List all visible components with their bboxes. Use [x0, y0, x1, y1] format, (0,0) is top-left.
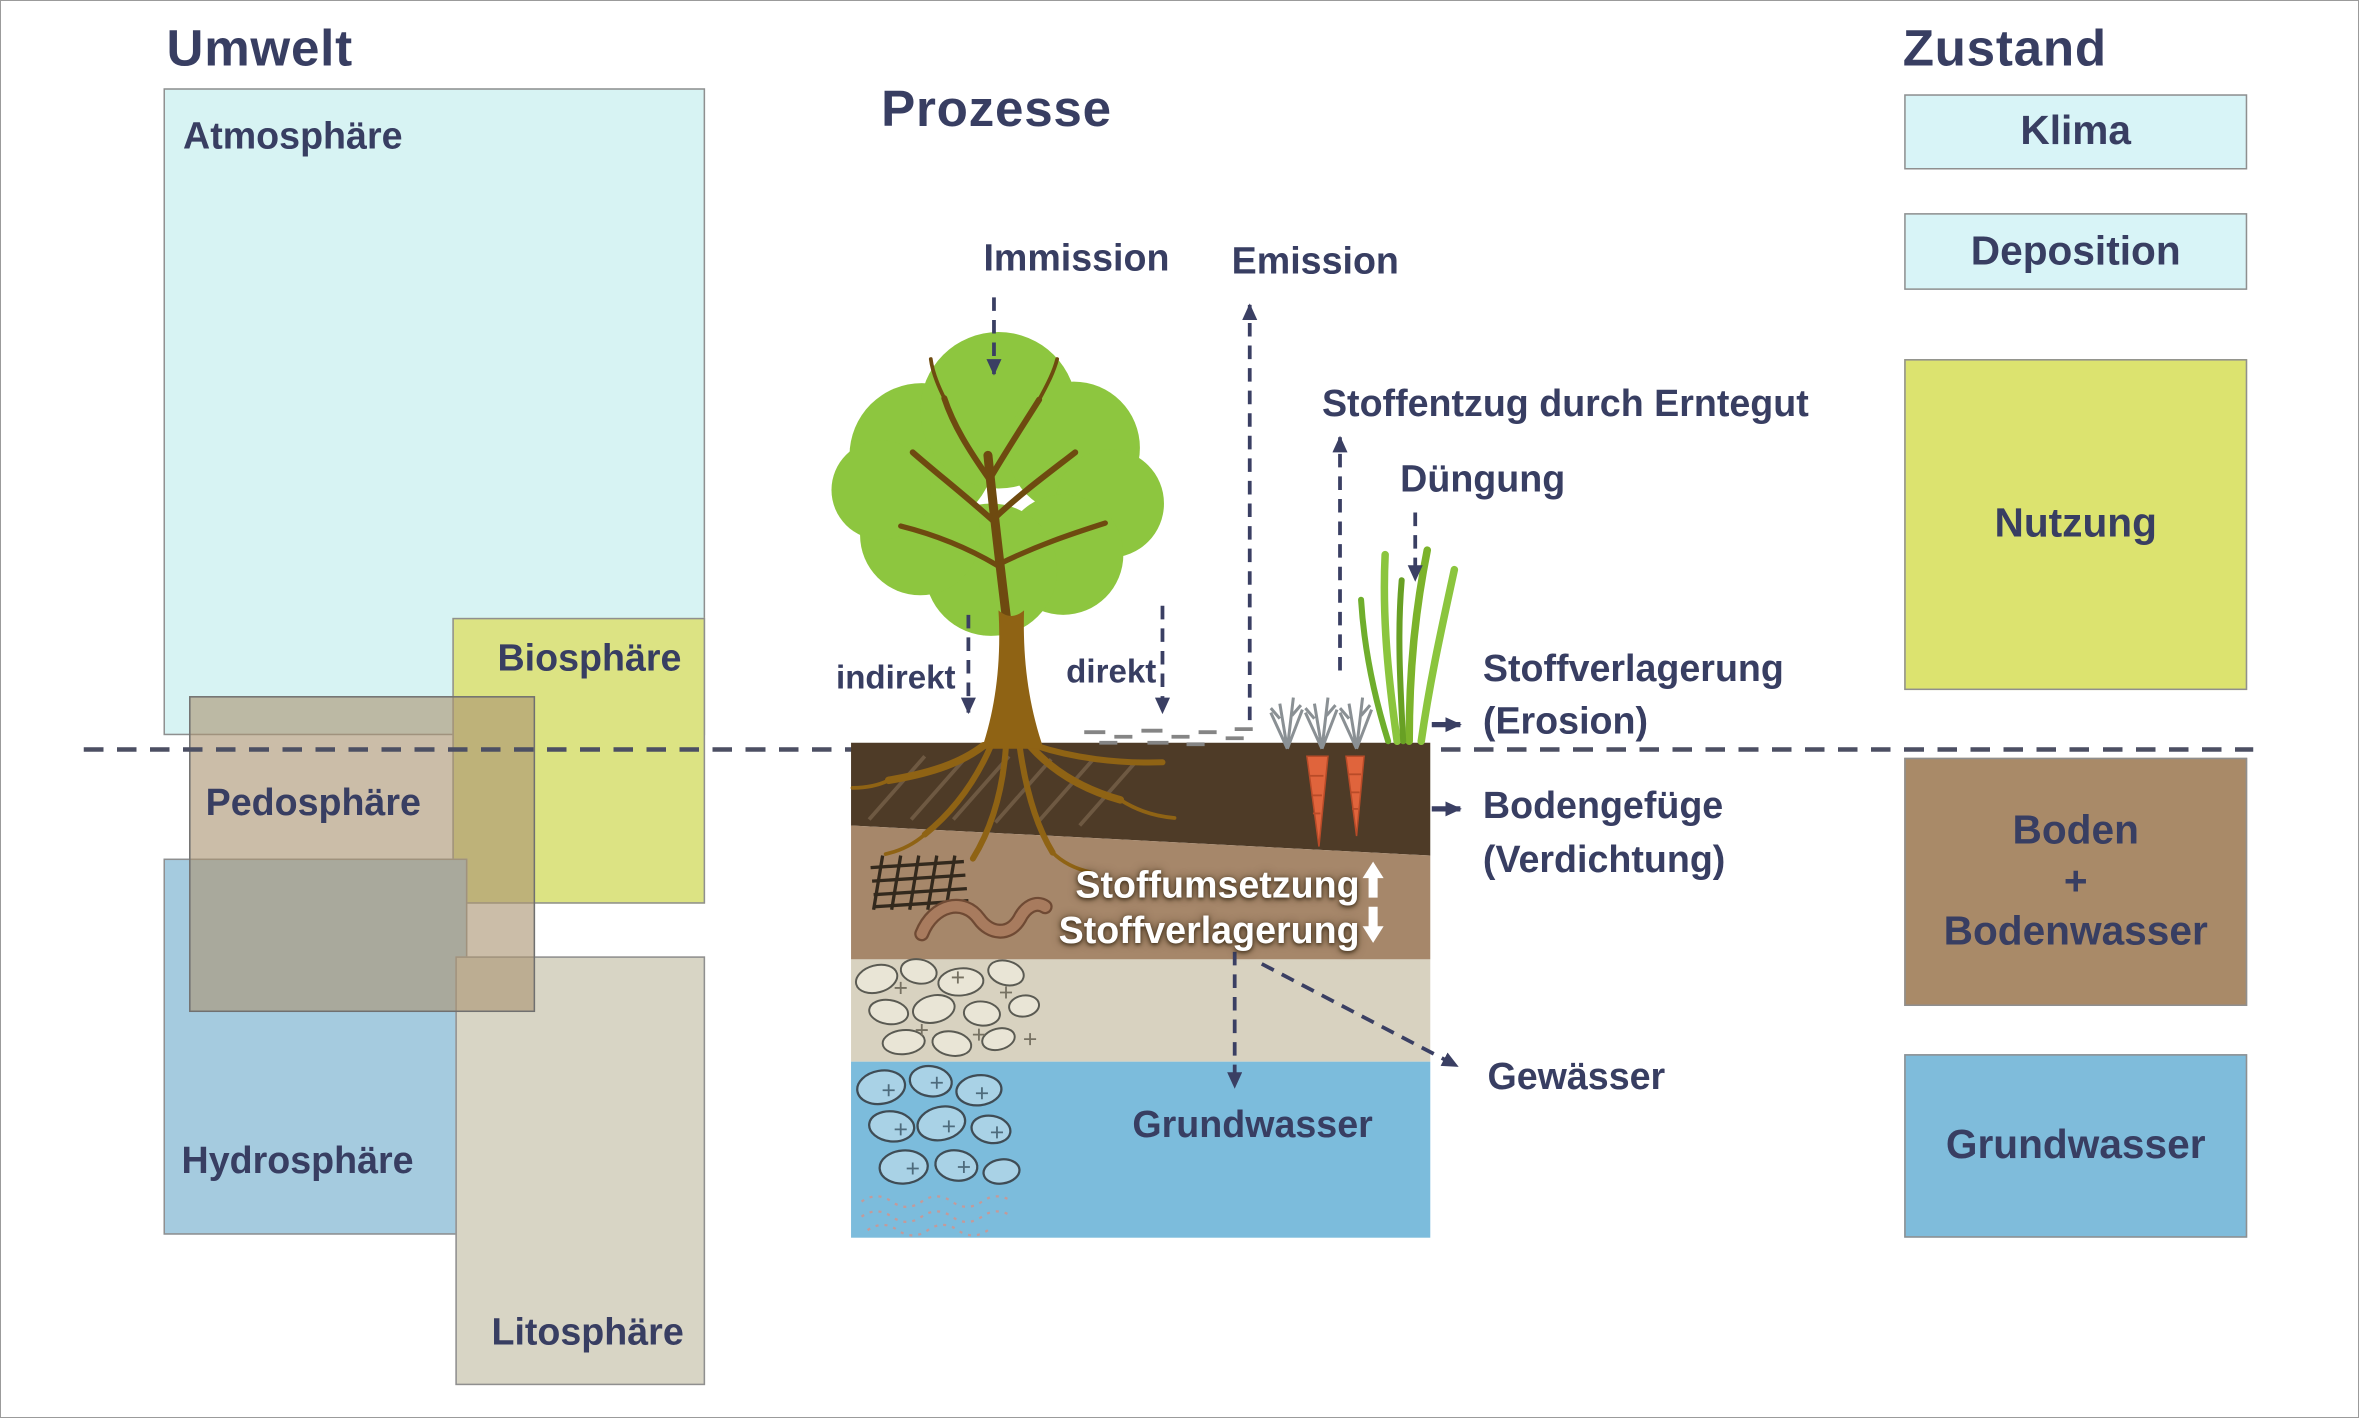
stoffentzug-label: Stoffentzug durch Erntegut — [1321, 383, 1809, 426]
groundwater-speckles — [882, 1076, 1003, 1175]
tree-foliage — [831, 331, 1164, 636]
gewaesser-arrow — [1260, 962, 1459, 1068]
gewaesser-label: Gewässer — [1487, 1055, 1666, 1098]
pedosphere-label: Pedosphäre — [205, 781, 421, 824]
topsoil-hatching — [867, 755, 1137, 827]
soil-profile — [851, 742, 1431, 1238]
tree-illustration — [831, 331, 1164, 749]
tree-trunk — [981, 610, 1044, 749]
verlagerung-down-arrow — [1362, 906, 1384, 943]
surface-litter — [1084, 727, 1253, 747]
umwelt-title: Umwelt — [166, 20, 353, 78]
indirekt-label: indirekt — [835, 658, 956, 697]
bodengefuege-label-line1: Bodengefüge — [1482, 784, 1724, 827]
lithosphere-box — [455, 956, 706, 1386]
grundwasser-box-label: Grundwasser — [1945, 1122, 2206, 1168]
tree-roots — [850, 741, 1177, 874]
klima-label: Klima — [2020, 108, 2132, 154]
crop-plants — [1358, 546, 1459, 745]
substrate-speckles — [894, 971, 1037, 1046]
direkt-label: direkt — [1066, 652, 1157, 691]
groundwater-stones — [856, 1064, 1021, 1185]
atmosphere-label: Atmosphäre — [183, 115, 403, 158]
duengung-label: Düngung — [1400, 458, 1566, 501]
boden-bodenwasser-box: Boden + Bodenwasser — [1904, 757, 2248, 1007]
deposition-label: Deposition — [1970, 227, 2181, 273]
bodengefuege-label-line2: (Verdichtung) — [1482, 839, 1726, 882]
earthworm-icon — [914, 896, 1053, 942]
erosion-label-line1: Stoffverlagerung — [1482, 647, 1784, 691]
nutzung-label: Nutzung — [1994, 500, 2157, 546]
stoffverlagerung-label: Stoffverlagerung — [1058, 909, 1360, 952]
umsetzung-up-arrow — [1362, 861, 1384, 898]
lithosphere-label: Litosphäre — [491, 1311, 684, 1354]
grundwasser-box: Grundwasser — [1904, 1054, 2248, 1238]
boden-label-line1: Boden — [2012, 807, 2139, 853]
stoffumsetzung-label: Stoffumsetzung — [1075, 864, 1360, 907]
groundwater-wave-texture — [860, 1195, 1013, 1237]
umsetzung-updown-arrows — [1362, 861, 1384, 943]
grundwasser-soil-label: Grundwasser — [1132, 1103, 1373, 1146]
biosphere-label: Biosphäre — [497, 637, 682, 680]
prozesse-title: Prozesse — [881, 80, 1112, 138]
boden-label-line2: + — [2063, 858, 2088, 904]
hydrosphere-label: Hydrosphäre — [181, 1139, 414, 1183]
substrate-stones — [854, 958, 1041, 1057]
process-arrows — [960, 297, 1462, 1089]
soil-grid-icon — [870, 855, 969, 910]
deposition-box: Deposition — [1904, 213, 2248, 290]
nutzung-box: Nutzung — [1904, 359, 2248, 691]
boden-label-line3: Bodenwasser — [1943, 908, 2208, 954]
zustand-title: Zustand — [1902, 20, 2107, 78]
erosion-label-line2: (Erosion) — [1482, 700, 1649, 743]
carrot-tops — [1269, 697, 1374, 750]
emission-label: Emission — [1231, 240, 1399, 283]
immission-label: Immission — [983, 237, 1170, 280]
carrots — [1306, 755, 1365, 847]
klima-box: Klima — [1904, 94, 2248, 170]
